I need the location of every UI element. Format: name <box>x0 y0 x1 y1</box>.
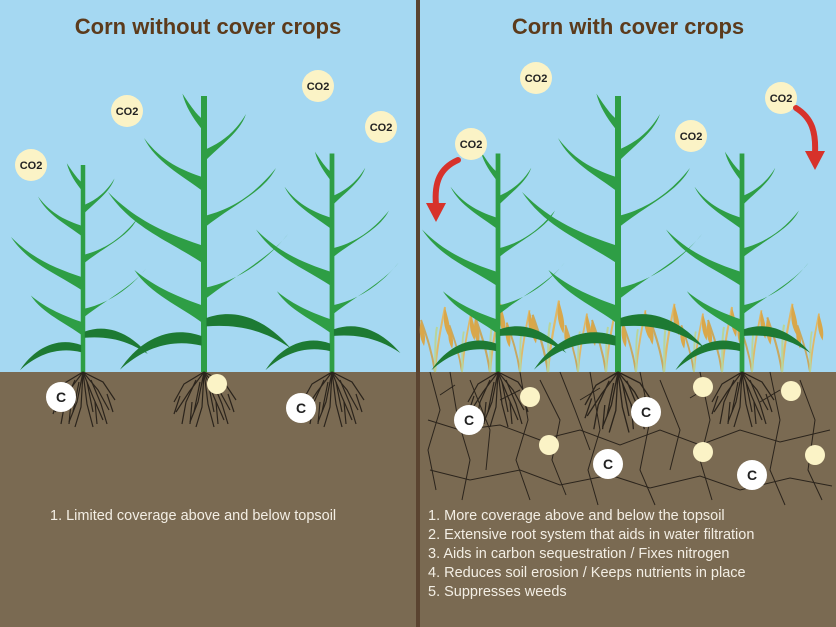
right-carbon-tokens: C C C C <box>454 377 825 490</box>
carbon-label: C <box>56 389 66 405</box>
carbon-label: C <box>464 412 474 428</box>
carbon-token: C <box>631 397 661 427</box>
carbon-label: C <box>641 404 651 420</box>
co2-label: CO2 <box>680 131 703 143</box>
carbon-token-empty <box>520 387 540 407</box>
carbon-token: C <box>593 449 623 479</box>
co2-label: CO2 <box>307 81 330 93</box>
carbon-label: C <box>296 400 306 416</box>
carbon-token: C <box>286 393 316 423</box>
carbon-token-empty <box>805 445 825 465</box>
carbon-label: C <box>603 456 613 472</box>
co2-molecule: CO2 <box>365 111 397 143</box>
sky-right <box>418 0 836 372</box>
co2-molecule: CO2 <box>765 82 797 114</box>
co2-molecule: CO2 <box>111 95 143 127</box>
co2-label: CO2 <box>770 93 793 105</box>
right-panel-title: Corn with cover crops <box>511 14 745 39</box>
down-arrow-icon <box>426 157 461 222</box>
carbon-token-empty <box>693 442 713 462</box>
list-item: 1. More coverage above and below the top… <box>428 508 725 524</box>
carbon-label: C <box>747 467 757 483</box>
left-panel-title: Corn without cover crops <box>74 14 342 39</box>
list-item: 1. Limited coverage above and below tops… <box>50 508 337 524</box>
co2-molecule: CO2 <box>675 120 707 152</box>
co2-label: CO2 <box>116 106 139 118</box>
left-carbon-tokens: C C <box>46 374 316 423</box>
carbon-token-empty <box>539 435 559 455</box>
co2-molecule: CO2 <box>302 70 334 102</box>
list-item: 2. Extensive root system that aids in wa… <box>428 527 755 543</box>
co2-molecule: CO2 <box>455 128 487 160</box>
carbon-token: C <box>46 382 76 412</box>
co2-molecule: CO2 <box>520 62 552 94</box>
co2-label: CO2 <box>20 160 43 172</box>
carbon-token-empty <box>693 377 713 397</box>
panel-divider <box>416 0 420 627</box>
co2-label: CO2 <box>525 73 548 85</box>
co2-molecule: CO2 <box>15 149 47 181</box>
list-item: 4. Reduces soil erosion / Keeps nutrient… <box>428 565 746 581</box>
left-benefits-list: 1. Limited coverage above and below tops… <box>50 507 410 526</box>
carbon-token: C <box>737 460 767 490</box>
carbon-token-empty <box>207 374 227 394</box>
right-co2-molecules: CO2 CO2 CO2 CO2 <box>455 62 797 160</box>
left-co2-molecules: CO2 CO2 CO2 CO2 <box>15 70 397 181</box>
down-arrow-icon <box>793 105 825 170</box>
sky-left <box>0 0 418 372</box>
co2-label: CO2 <box>370 122 393 134</box>
co2-absorption-arrows <box>426 105 825 222</box>
list-item: 3. Aids in carbon sequestration / Fixes … <box>428 546 730 562</box>
co2-label: CO2 <box>460 139 483 151</box>
carbon-token-empty <box>781 381 801 401</box>
right-benefits-list: 1. More coverage above and below the top… <box>428 507 828 602</box>
list-item: 5. Suppresses weeds <box>428 584 567 600</box>
carbon-token: C <box>454 405 484 435</box>
